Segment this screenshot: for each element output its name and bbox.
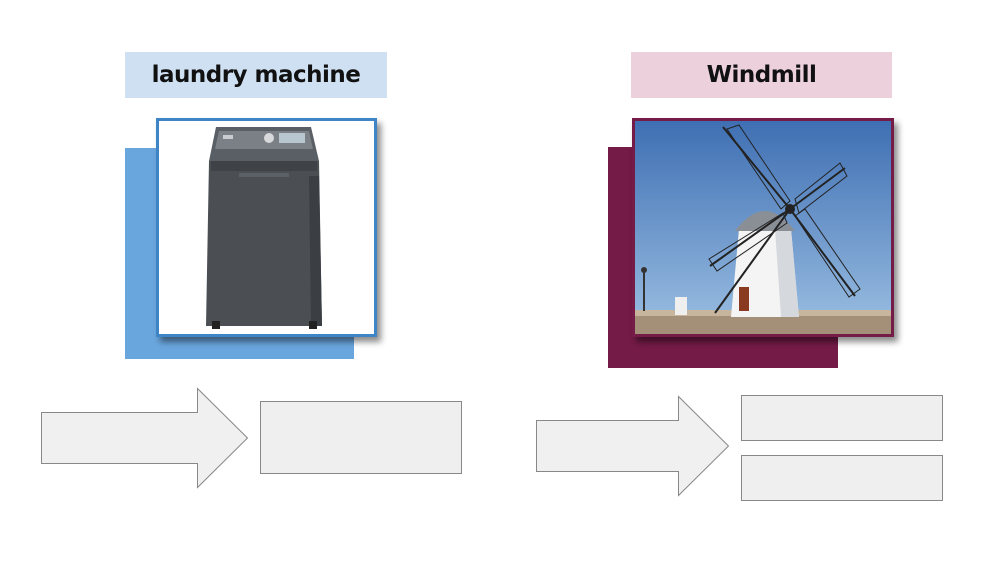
card-title-laundry: laundry machine — [125, 52, 387, 98]
arrow-right-icon — [536, 395, 730, 497]
answer-box[interactable] — [741, 395, 943, 441]
card-title-windmill: Windmill — [631, 52, 892, 98]
answer-box[interactable] — [260, 401, 462, 474]
windmill-image — [632, 118, 894, 337]
washing-machine-image — [156, 118, 377, 337]
answer-box[interactable] — [741, 455, 943, 501]
arrow-right-icon — [41, 387, 249, 489]
